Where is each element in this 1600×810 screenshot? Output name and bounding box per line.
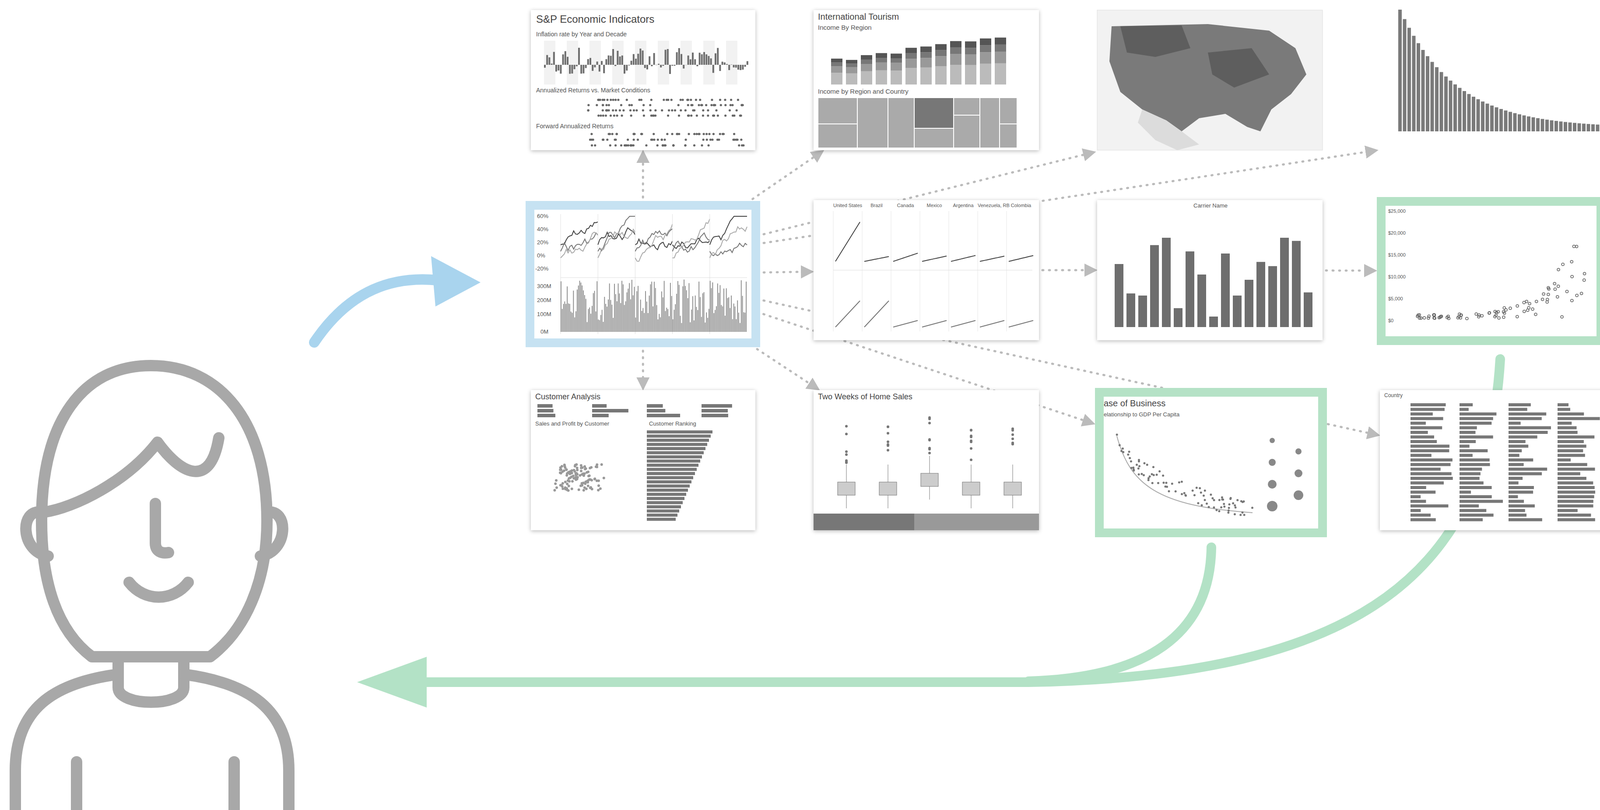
thumbnail-title: International Tourism bbox=[817, 11, 899, 22]
dotted-connector bbox=[642, 156, 645, 198]
thumbnail-title: ase of Business bbox=[1103, 398, 1166, 408]
dotted-connector bbox=[1042, 269, 1092, 272]
chart-label: Income By Region bbox=[817, 24, 872, 32]
chart-label: Income by Region and Country bbox=[817, 87, 909, 96]
thumbnail-title: Carrier Name bbox=[1193, 202, 1228, 209]
thumbnail-title: United States bbox=[833, 202, 863, 208]
person-icon bbox=[15, 365, 289, 810]
chart-sketch bbox=[534, 209, 752, 339]
dotted-connector bbox=[1326, 269, 1371, 272]
dashboard-thumbnail: International TourismIncome By RegionInc… bbox=[813, 10, 1039, 151]
thumbnail-title: Customer Analysis bbox=[535, 392, 601, 402]
dashboard-thumbnail: Country bbox=[1379, 389, 1600, 530]
chart-label: elationship to GDP Per Capita bbox=[1103, 411, 1180, 418]
chart-label: Colombia bbox=[1006, 202, 1036, 208]
thumbnail-title: $25,000 bbox=[1388, 208, 1406, 214]
chart-label: Sales and Profit by Customer bbox=[535, 420, 610, 427]
chart-label: Mexico bbox=[919, 202, 949, 208]
chart-label: 200M bbox=[536, 297, 552, 304]
chart-sketch bbox=[1379, 389, 1600, 530]
chart-label: $15,000 bbox=[1388, 252, 1406, 258]
chart-label: $5,000 bbox=[1388, 295, 1404, 302]
chart-sketch bbox=[813, 200, 1039, 341]
green-arrowhead bbox=[357, 656, 427, 708]
dotted-connector bbox=[642, 350, 645, 384]
chart-label: $20,000 bbox=[1388, 230, 1406, 236]
chart-label: -20% bbox=[535, 265, 549, 272]
chart-label: Customer Ranking bbox=[649, 420, 697, 427]
chart-sketch bbox=[1385, 205, 1597, 337]
chart-label: Canada bbox=[891, 202, 920, 208]
chart-sketch bbox=[813, 389, 1039, 530]
dashboard-thumbnail: 60% 40% 20% 0% -20% 300M 200M 100M 0M bbox=[525, 200, 761, 348]
dotted-connector bbox=[752, 153, 819, 200]
chart-label: 100M bbox=[536, 311, 552, 318]
chart-label: $0 bbox=[1388, 317, 1394, 323]
chart-label: Annualized Returns vs. Market Conditions bbox=[536, 87, 651, 94]
bar-chart-thumbnail bbox=[1379, 9, 1600, 151]
chart-label: Venezuela, RB bbox=[977, 202, 1007, 208]
chart-sketch bbox=[1097, 200, 1323, 341]
chart-label: 0% bbox=[536, 252, 546, 259]
chart-label: Forward Annualized Returns bbox=[536, 122, 614, 130]
chart-label: Brazil bbox=[862, 202, 892, 208]
chart-sketch bbox=[530, 389, 756, 530]
dotted-connector bbox=[763, 271, 808, 273]
dashboard-thumbnail: $25,000 $20,000 $15,000 $10,000 $5,000 $0 bbox=[1376, 196, 1600, 345]
thumbnail-title: Country bbox=[1384, 392, 1403, 399]
chart-label: 300M bbox=[536, 283, 552, 290]
dotted-connector bbox=[757, 348, 815, 387]
dashboard-thumbnail: ase of Business elationship to GDP Per Ca… bbox=[1094, 387, 1327, 537]
dashboard-thumbnail: Two Weeks of Home Sales bbox=[813, 389, 1039, 530]
dashboard-thumbnail: S&P Economic IndicatorsInflation rate by… bbox=[530, 10, 756, 151]
map-thumbnail bbox=[1097, 10, 1323, 151]
dashboard-thumbnail: United StatesBrazilCanadaMexicoArgentina… bbox=[813, 200, 1039, 341]
thumbnail-title: 60% bbox=[536, 213, 549, 220]
chart-label: Argentina bbox=[948, 202, 978, 208]
chart-label: 40% bbox=[536, 226, 549, 233]
green-arrow bbox=[415, 358, 1501, 682]
thumbnail-title: S&P Economic Indicators bbox=[536, 13, 655, 25]
chart-label: $10,000 bbox=[1388, 273, 1406, 280]
thumbnail-title: Two Weeks of Home Sales bbox=[817, 392, 913, 402]
dashboard-thumbnail: Carrier Name bbox=[1097, 200, 1323, 341]
blue-arrow bbox=[314, 256, 481, 343]
chart-label: 0M bbox=[540, 328, 549, 335]
chart-label: 20% bbox=[536, 239, 549, 246]
chart-label: Inflation rate by Year and Decade bbox=[536, 31, 627, 38]
dashboard-thumbnail: Customer AnalysisSales and Profit by Cus… bbox=[530, 389, 756, 530]
